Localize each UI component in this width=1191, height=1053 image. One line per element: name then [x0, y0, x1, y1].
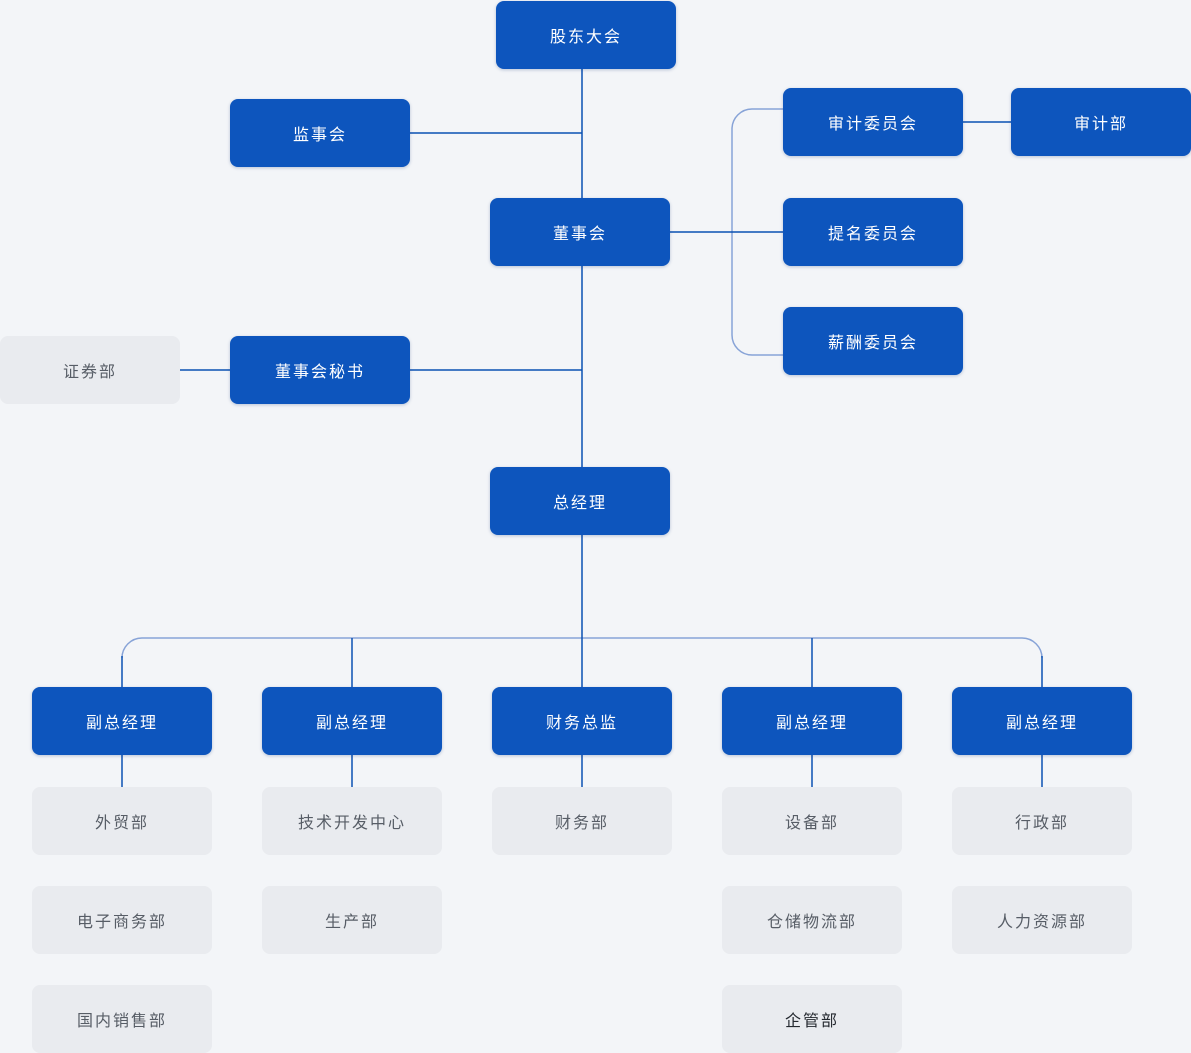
node-label: 副总经理 — [1005, 715, 1078, 732]
node-deputy-gm-3[interactable]: 副总经理 — [722, 687, 902, 755]
node-label: 副总经理 — [775, 715, 848, 732]
node-label: 董事会 — [552, 226, 607, 243]
node-label: 证券部 — [62, 364, 117, 381]
node-ecommerce-dept[interactable]: 电子商务部 — [32, 886, 212, 954]
node-hr-dept[interactable]: 人力资源部 — [952, 886, 1132, 954]
node-board-of-directors[interactable]: 董事会 — [490, 198, 670, 266]
node-label: 行政部 — [1014, 815, 1069, 832]
node-production-dept[interactable]: 生产部 — [262, 886, 442, 954]
committee-trunk-connector — [731, 108, 783, 356]
node-administration-dept[interactable]: 行政部 — [952, 787, 1132, 855]
node-shareholders-meeting[interactable]: 股东大会 — [496, 1, 676, 69]
node-deputy-gm-4[interactable]: 副总经理 — [952, 687, 1132, 755]
node-foreign-trade-dept[interactable]: 外贸部 — [32, 787, 212, 855]
node-label: 电子商务部 — [76, 914, 167, 931]
node-deputy-gm-1[interactable]: 副总经理 — [32, 687, 212, 755]
node-label: 审计委员会 — [827, 116, 918, 133]
node-label: 企管部 — [784, 1013, 839, 1030]
node-compensation-committee[interactable]: 薪酬委员会 — [783, 307, 963, 375]
node-domestic-sales-dept[interactable]: 国内销售部 — [32, 985, 212, 1053]
node-finance-dept[interactable]: 财务部 — [492, 787, 672, 855]
node-tech-development-center[interactable]: 技术开发中心 — [262, 787, 442, 855]
node-board-secretary[interactable]: 董事会秘书 — [230, 336, 410, 404]
node-supervisory-board[interactable]: 监事会 — [230, 99, 410, 167]
node-securities-department[interactable]: 证券部 — [0, 336, 180, 404]
node-label: 副总经理 — [85, 715, 158, 732]
node-label: 财务总监 — [545, 715, 618, 732]
node-label: 生产部 — [324, 914, 379, 931]
node-nomination-committee[interactable]: 提名委员会 — [783, 198, 963, 266]
node-enterprise-management-dept[interactable]: 企管部 — [722, 985, 902, 1053]
node-label: 财务部 — [554, 815, 609, 832]
node-label: 设备部 — [784, 815, 839, 832]
node-label: 提名委员会 — [827, 226, 918, 243]
node-label: 副总经理 — [315, 715, 388, 732]
node-deputy-gm-2[interactable]: 副总经理 — [262, 687, 442, 755]
node-label: 人力资源部 — [996, 914, 1087, 931]
node-cfo[interactable]: 财务总监 — [492, 687, 672, 755]
node-label: 总经理 — [552, 495, 607, 512]
node-label: 外贸部 — [94, 815, 149, 832]
node-label: 国内销售部 — [76, 1013, 167, 1030]
node-label: 股东大会 — [549, 29, 622, 46]
node-label: 监事会 — [292, 127, 347, 144]
children-distribution-connector — [121, 637, 1043, 659]
node-audit-department[interactable]: 审计部 — [1011, 88, 1191, 156]
node-warehouse-logistics-dept[interactable]: 仓储物流部 — [722, 886, 902, 954]
node-label: 薪酬委员会 — [827, 335, 918, 352]
node-label: 董事会秘书 — [274, 364, 365, 381]
node-label: 仓储物流部 — [766, 914, 857, 931]
node-audit-committee[interactable]: 审计委员会 — [783, 88, 963, 156]
node-general-manager[interactable]: 总经理 — [490, 467, 670, 535]
node-label: 审计部 — [1073, 116, 1128, 133]
node-equipment-dept[interactable]: 设备部 — [722, 787, 902, 855]
node-label: 技术开发中心 — [297, 815, 406, 832]
